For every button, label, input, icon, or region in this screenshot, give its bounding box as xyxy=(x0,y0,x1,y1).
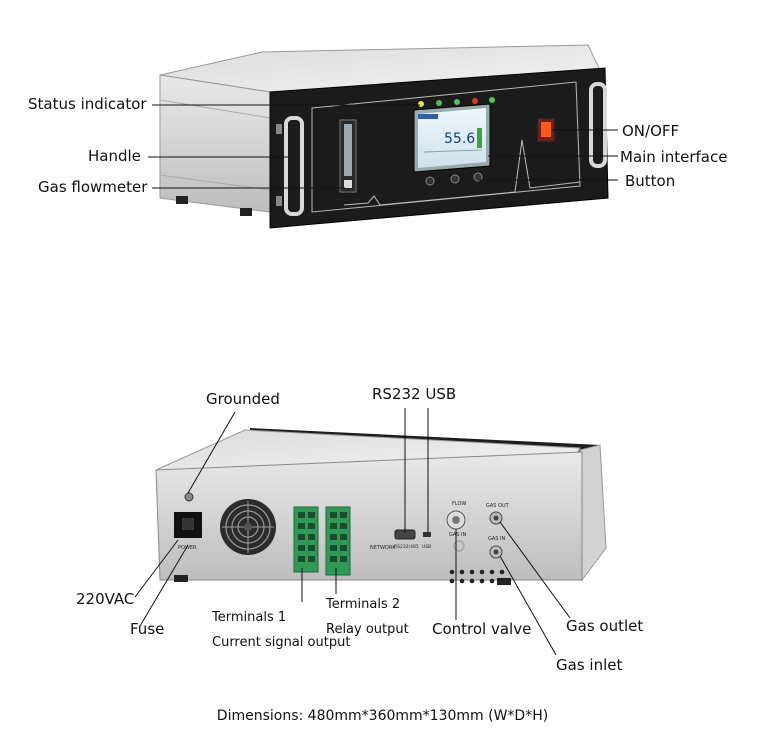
right-handle[interactable] xyxy=(589,82,607,168)
ground-screw xyxy=(184,492,194,502)
gas-outlet-port[interactable] xyxy=(489,511,503,525)
handle-label: Handle xyxy=(88,147,141,165)
power-socket[interactable]: POWER xyxy=(174,512,202,551)
status-indicator-label: Status indicator xyxy=(28,95,147,113)
gas-outlet-label: Gas outlet xyxy=(566,617,644,635)
gas-flowmeter xyxy=(339,119,357,193)
rs232-text: RS232/485 xyxy=(394,544,419,550)
gas-in-text: GAS IN xyxy=(488,536,506,542)
fuse-label: Fuse xyxy=(130,620,165,638)
vac-label: 220VAC xyxy=(76,590,135,608)
vent-holes xyxy=(449,569,505,584)
terminal-block-2[interactable] xyxy=(325,506,351,576)
gas-inlet-port[interactable] xyxy=(489,545,503,559)
gas-flowmeter-label: Gas flowmeter xyxy=(38,178,148,196)
front-leader-lines xyxy=(148,104,618,189)
rs232-usb-label: RS232 USB xyxy=(372,385,457,403)
cooling-fan xyxy=(220,499,276,555)
control-valve-knob[interactable] xyxy=(446,510,466,530)
left-handle[interactable] xyxy=(276,116,304,216)
terminals-2-label: Terminals 2 xyxy=(326,597,401,612)
gas-inlet-label: Gas inlet xyxy=(556,656,623,674)
flow-text: FLOW xyxy=(452,501,466,507)
gas-out-text: GAS OUT xyxy=(486,503,510,509)
grounded-label: Grounded xyxy=(206,390,280,408)
front-device: 55.6 xyxy=(159,44,609,229)
main-interface-screen[interactable]: 55.6 xyxy=(413,103,491,173)
on-off-label: ON/OFF xyxy=(622,122,680,140)
power-text: POWER xyxy=(178,545,197,551)
main-interface-label: Main interface xyxy=(620,148,728,166)
button-label: Button xyxy=(625,172,676,190)
status-indicator-leds xyxy=(418,97,495,107)
relay-output-label: Relay output xyxy=(326,622,409,637)
current-signal-output-label: Current signal output xyxy=(212,635,351,650)
dimensions-caption: Dimensions: 480mm*360mm*130mm (W*D*H) xyxy=(216,708,549,724)
terminal-block-1[interactable] xyxy=(293,506,319,573)
rear-device: POWER xyxy=(155,428,607,585)
control-valve-label: Control valve xyxy=(432,620,532,638)
power-switch[interactable] xyxy=(537,118,555,142)
terminals-1-label: Terminals 1 xyxy=(212,610,287,625)
screen-reading: 55.6 xyxy=(444,131,475,147)
network-text: NETWORK xyxy=(370,545,396,551)
usb-port[interactable] xyxy=(423,532,431,537)
usb-text: USB xyxy=(422,544,431,550)
gas-in-left-text: GAS IN xyxy=(449,532,467,538)
front-buttons[interactable] xyxy=(425,172,483,186)
rear-leader-lines xyxy=(134,408,571,656)
